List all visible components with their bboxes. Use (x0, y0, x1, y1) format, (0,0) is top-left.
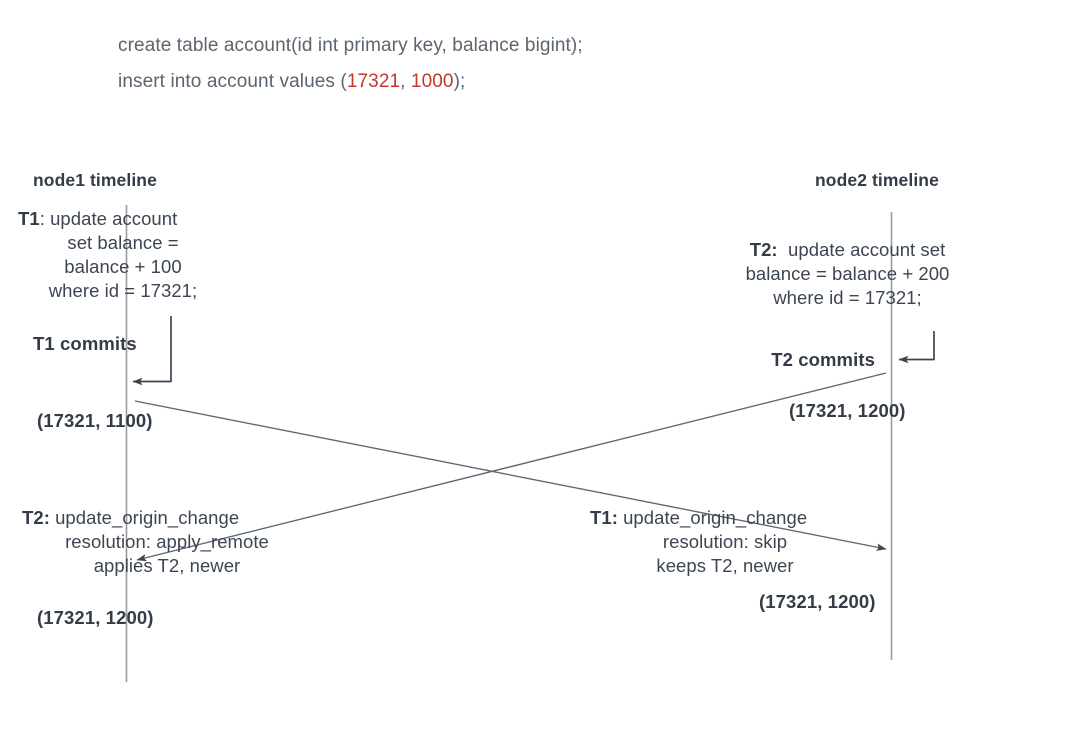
node2-t2-label: T2: (749, 239, 778, 260)
node1-t1-statement-line1-rest: : update account (39, 208, 178, 229)
node1-t1-label: T1 (18, 208, 40, 229)
node2-t2-statement-line2: balance = balance + 200 (745, 263, 950, 285)
node2-timeline-title: node2 timeline (815, 170, 939, 190)
node2-state-after-apply: (17321, 1200) (759, 591, 876, 612)
node2-t1-label: T1: (590, 507, 618, 528)
node1-timeline-title: node1 timeline (33, 170, 157, 190)
node2-t1-resolution-line2: resolution: skip (662, 531, 788, 553)
node1-t2-resolution-line2: resolution: apply_remote (65, 531, 269, 553)
node2-t2-commits-label: T2 commits (771, 349, 875, 370)
sql-insert-separator: , (400, 71, 411, 92)
node1-t2-resolution-line3: applies T2, newer (93, 555, 241, 577)
node1-t1-statement-line1: T1: update account (18, 207, 228, 231)
node2-t2-statement-line3: where id = 17321; (773, 287, 922, 309)
node1-t1-statement-line4: where id = 17321; (48, 280, 198, 302)
sql-insert-prefix: insert into account values ( (118, 71, 347, 92)
node2-t1-resolution-line3: keeps T2, newer (656, 555, 794, 577)
node1-state-after-apply: (17321, 1200) (37, 607, 154, 628)
sql-insert-suffix: ); (453, 71, 466, 92)
node1-t1-statement-line2: set balance = (67, 232, 179, 254)
node2-t2-statement-line1-rest: update account set (777, 239, 946, 260)
sql-insert-statement: insert into account values (17321, 1000)… (118, 70, 465, 95)
node1-t2-label: T2: (22, 507, 50, 528)
node1-t1-statement-line3: balance + 100 (64, 256, 182, 278)
node2-state-after-t2-commit: (17321, 1200) (789, 400, 906, 421)
sql-insert-balance-value: 1000 (410, 71, 454, 92)
node1-t2-resolution-line1-rest: update_origin_change (49, 507, 240, 528)
node1-state-after-t1-commit: (17321, 1100) (37, 410, 153, 431)
t1-commit-arrow (132, 316, 172, 386)
node2-t2-statement-line1: T2: update account set (700, 238, 995, 262)
node1-t1-commits-label: T1 commits (33, 333, 137, 354)
t2-commit-arrow (898, 331, 935, 364)
node2-t1-resolution-line1-rest: update_origin_change (617, 507, 808, 528)
sql-create-table-statement: create table account(id int primary key,… (118, 35, 583, 56)
node1-t2-resolution-line1: T2: update_origin_change (22, 506, 312, 530)
node2-t1-resolution-line1: T1: update_origin_change (590, 506, 860, 530)
sql-insert-id-value: 17321 (346, 71, 401, 92)
